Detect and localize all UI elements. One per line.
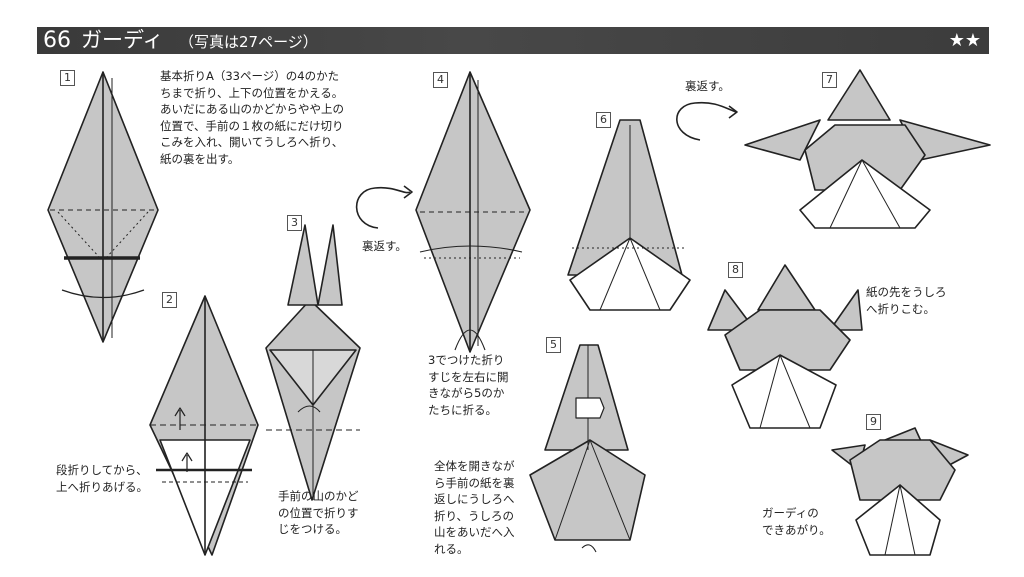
step3-line: の位置で折りす [278, 505, 359, 520]
step3-line: 手前の山のかど [278, 489, 359, 503]
step-number-2: 2 [162, 292, 177, 308]
step9-line: できあがり。 [762, 522, 831, 537]
step1-line: 位置で、手前の１枚の紙にだけ切り [160, 118, 344, 133]
step2-line: 段折りしてから、 [56, 463, 148, 477]
step4-diagram [415, 71, 531, 353]
step-number-6: 6 [596, 112, 611, 128]
step9-diagram [831, 427, 969, 556]
photo-reference: （写真は27ページ） [179, 33, 318, 51]
step1-line: あいだにある山のかどからやや上の [160, 102, 344, 116]
step-number-3: 3 [287, 215, 302, 231]
step8-instructions: 紙の先をうしろ へ折りこむ。 [866, 284, 947, 317]
step4-line: きながら5のか [428, 386, 505, 400]
step2-line: 上へ折りあげる。 [56, 479, 148, 494]
step-number-1: 1 [60, 70, 75, 86]
step4-line: すじを左右に開 [428, 369, 509, 384]
step1-instructions: 基本折りA（33ページ）の4のかた ちまで折り、上下の位置をかえる。 あいだにあ… [160, 68, 344, 167]
step3-diagram [265, 224, 361, 501]
step5-line: 返しにうしろへ [434, 492, 515, 506]
step5-line: ら手前の紙を裏 [434, 475, 515, 490]
step5-line: 折り、うしろの [434, 508, 515, 523]
step8-diagram [707, 264, 863, 429]
step-number-5: 5 [546, 337, 561, 353]
turn-over-label: 裏返す。 [685, 79, 730, 93]
step9-caption: ガーディの できあがり。 [762, 505, 831, 538]
difficulty-stars: ★★ [948, 30, 981, 51]
step5-line: 山をあいだへ入 [434, 525, 515, 539]
step6-diagram [567, 119, 691, 311]
model-number: 66 [43, 28, 71, 53]
step1-line: ちまで折り、上下の位置をかえる。 [160, 85, 344, 100]
title-bar: 66 ガーディ （写真は27ページ） ★★ [37, 27, 989, 54]
step2-instructions: 段折りしてから、 上へ折りあげる。 [56, 462, 148, 495]
step-number-4: 4 [433, 72, 448, 88]
step8-line: 紙の先をうしろ [866, 285, 947, 299]
step-number-7: 7 [822, 72, 837, 88]
turn-over-arrows [355, 101, 738, 229]
step5-instructions: 全体を開きなが ら手前の紙を裏 返しにうしろへ 折り、うしろの 山をあいだへ入 … [434, 458, 515, 557]
step3-instructions: 手前の山のかど の位置で折りす じをつける。 [278, 488, 359, 538]
step1-line: こみを入れ、開いてうしろへ折り、 [160, 135, 344, 149]
step3-line: じをつける。 [278, 522, 347, 536]
step8-line: へ折りこむ。 [866, 301, 935, 316]
step5-line: れる。 [434, 541, 469, 556]
step1-line: 紙の裏を出す。 [160, 151, 240, 166]
step5-line: 全体を開きなが [434, 459, 515, 473]
step1-line: 基本折りA（33ページ）の4のかた [160, 69, 340, 83]
step-number-9: 9 [866, 414, 881, 430]
step1-diagram [47, 71, 159, 343]
step2-diagram [149, 295, 259, 556]
step4-instructions: 3でつけた折り すじを左右に開 きながら5のか たちに折る。 [428, 352, 509, 418]
model-title: ガーディ [81, 28, 164, 52]
step-number-8: 8 [728, 262, 743, 278]
step4-line: たちに折る。 [428, 402, 497, 417]
step5-diagram [529, 344, 646, 553]
turn-over-label: 裏返す。 [362, 239, 407, 253]
step9-line: ガーディの [762, 506, 819, 520]
step4-line: 3でつけた折り [428, 353, 505, 367]
step7-diagram [744, 69, 991, 229]
